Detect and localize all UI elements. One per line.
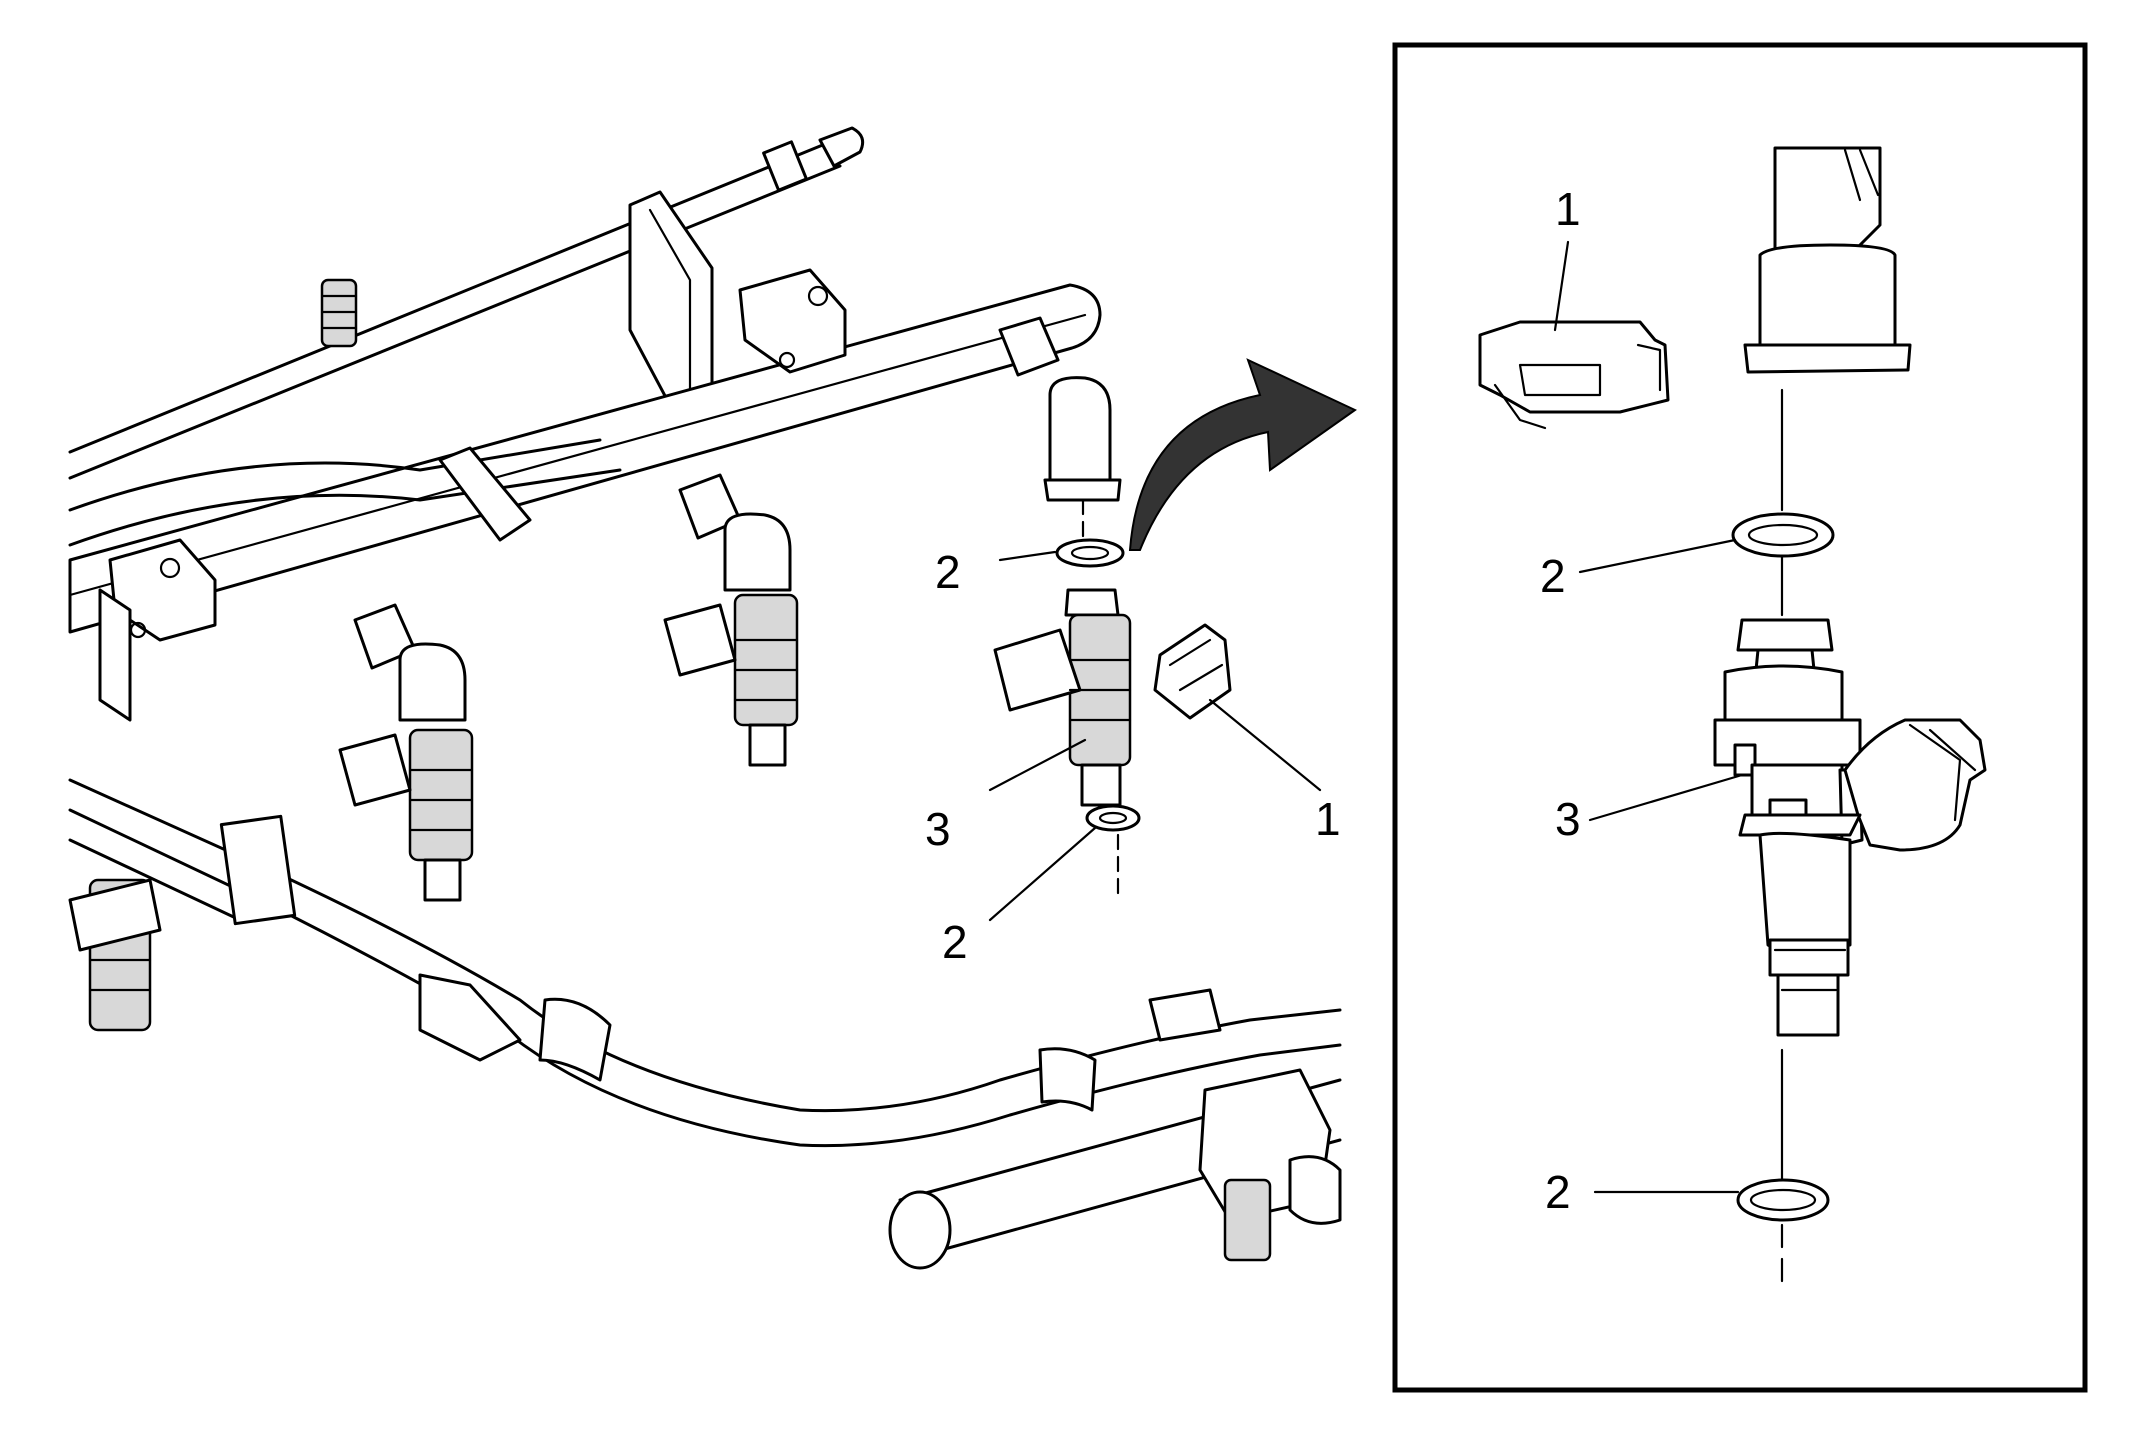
callout-retainer-clip: 1 <box>1315 793 1341 845</box>
callout-injector: 3 <box>925 803 951 855</box>
callout-seal-lower: 2 <box>942 916 968 968</box>
detail-callout-injector: 3 <box>1555 793 1581 845</box>
injector-cup <box>998 316 1122 502</box>
fuel-injector-exploded <box>993 588 1132 807</box>
injector-retainer-clip <box>1153 623 1232 720</box>
detail-view-arrow-icon <box>1128 358 1357 551</box>
detail-lower-o-ring <box>1736 1178 1830 1222</box>
detail-upper-o-ring <box>1731 512 1835 558</box>
detail-inset: 1 2 3 2 <box>1392 42 2088 1393</box>
fuel-injector-installed-c <box>663 473 799 767</box>
detail-callout-seal-upper: 2 <box>1540 550 1566 602</box>
pressure-fitting <box>320 278 358 348</box>
fuel-injector-installed-b <box>338 603 474 902</box>
lower-o-ring-seal <box>1085 804 1141 832</box>
detail-retainer-clip <box>1478 320 1670 430</box>
detail-callout-seal-lower: 2 <box>1545 1166 1571 1218</box>
upper-o-ring-seal <box>1055 538 1125 568</box>
detail-fuel-injector <box>1713 618 1987 1037</box>
detail-fuel-cup <box>1743 146 1912 374</box>
callout-seal-upper: 2 <box>935 546 961 598</box>
fuel-injector-installed-a <box>68 878 162 1032</box>
detail-callout-retainer-clip: 1 <box>1555 183 1581 235</box>
fuel-rail-assembly <box>68 126 1357 1270</box>
